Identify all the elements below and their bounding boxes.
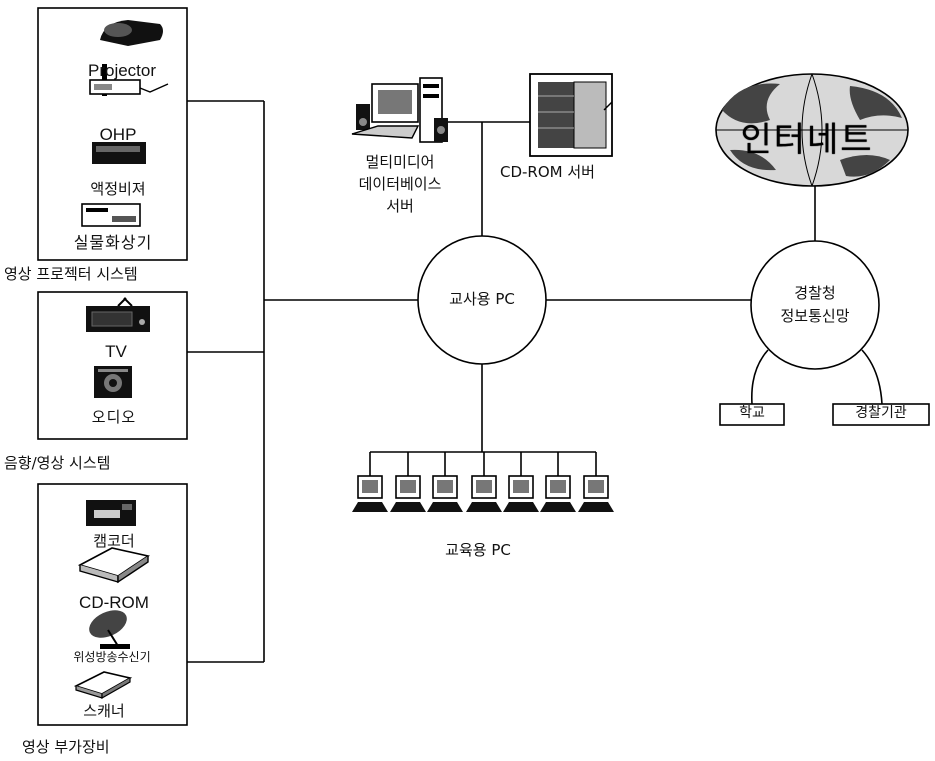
ohp-label: OHP: [100, 124, 137, 145]
link-police-school: [752, 350, 768, 404]
terminal-icon: [390, 476, 426, 512]
projector-icon: [100, 20, 163, 46]
projector-system-caption: 영상 프로젝터 시스템: [4, 265, 138, 284]
lcd-projector-label: 액정비져: [90, 180, 145, 199]
police-net-line-2: 정보통신망: [780, 305, 849, 328]
teacher-pc-label: 교사용 PC: [449, 290, 515, 309]
camcorder-label: 캠코더: [93, 532, 134, 551]
multimedia-db-line-1: 멀티미디어: [359, 152, 442, 174]
multimedia-workstation-icon: [352, 78, 448, 142]
lcd-projector-icon: [92, 142, 146, 164]
terminal-icon: [427, 476, 463, 512]
terminal-icon: [466, 476, 502, 512]
terminal-icon: [540, 476, 576, 512]
police-agency-label: 경찰기관: [855, 405, 907, 423]
multimedia-db-line-3: 서버: [359, 196, 442, 218]
document-camera-icon: [82, 204, 140, 226]
terminal-icons: [352, 476, 614, 512]
audio-icon: [94, 366, 132, 398]
cdrom-label: CD-ROM: [79, 592, 149, 613]
multimedia-db-label: 멀티미디어 데이터베이스 서버: [359, 152, 442, 217]
internet-label: 인터네트: [724, 112, 890, 158]
projector-label: Projector: [88, 60, 156, 81]
av-system-caption: 음향/영상 시스템: [4, 454, 110, 473]
satellite-label: 위성방송수신기: [73, 650, 150, 665]
multimedia-db-line-2: 데이터베이스: [359, 174, 442, 196]
peripherals-caption: 영상 부가장비: [22, 738, 110, 757]
camcorder-icon: [86, 500, 136, 526]
document-camera-label: 실물화상기: [74, 233, 153, 253]
police-net-line-1: 경찰청: [780, 282, 849, 305]
terminal-icon: [352, 476, 388, 512]
audio-label: 오디오: [92, 408, 136, 427]
police-net-label: 경찰청 정보통신망: [780, 282, 849, 329]
tv-icon: [86, 298, 150, 332]
cdrom-drive-icon: [80, 548, 148, 582]
school-label: 학교: [739, 405, 765, 423]
tv-label: TV: [105, 341, 127, 362]
cdrom-server-label: CD-ROM 서버: [500, 163, 595, 182]
scanner-label: 스캐너: [83, 702, 124, 721]
terminal-icon: [578, 476, 614, 512]
terminal-icon: [503, 476, 539, 512]
link-police-agency: [862, 350, 882, 404]
scanner-icon: [76, 672, 130, 698]
server-rack-icon: [530, 74, 612, 156]
student-drops: [370, 452, 596, 476]
student-pc-label: 교육용 PC: [445, 541, 511, 560]
